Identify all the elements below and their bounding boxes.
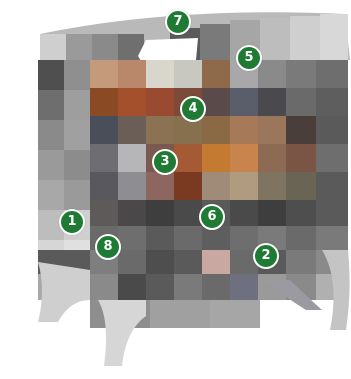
hotspot-2[interactable]: 2 [253, 243, 279, 269]
stove-top [40, 12, 350, 66]
hotspot-7[interactable]: 7 [165, 9, 191, 35]
hotspot-4[interactable]: 4 [180, 96, 206, 122]
hotspot-8[interactable]: 8 [95, 234, 121, 260]
hotspot-5[interactable]: 5 [236, 45, 262, 71]
hotspot-3[interactable]: 3 [152, 149, 178, 175]
hotspot-1[interactable]: 1 [59, 209, 85, 235]
hotspot-6[interactable]: 6 [199, 204, 225, 230]
